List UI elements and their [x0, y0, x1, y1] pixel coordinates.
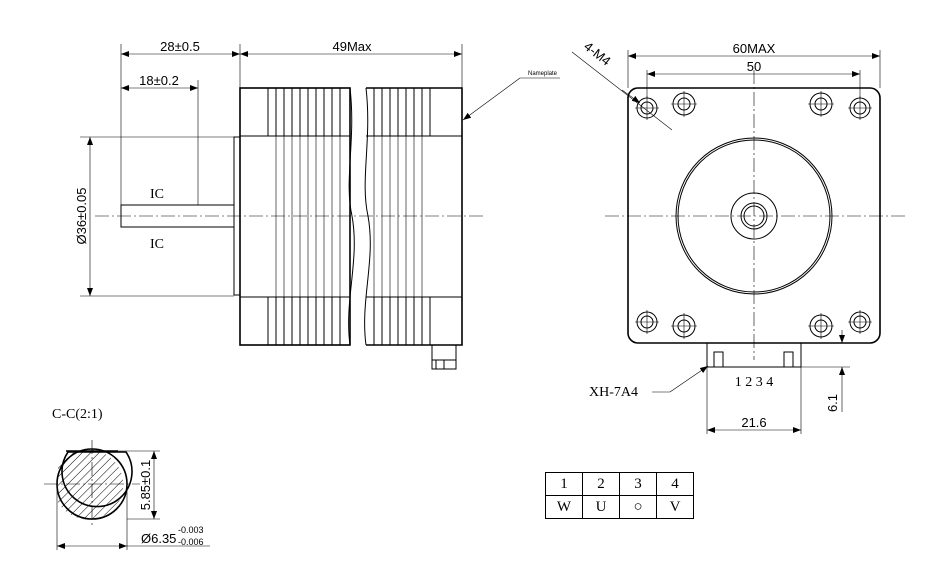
pin-number-cell: 2: [582, 472, 620, 496]
motor-body-rear: [366, 87, 463, 346]
tol-upper: -0.003: [178, 525, 204, 535]
connector-label: XH-7A4: [589, 385, 638, 400]
pin-number-cell: 3: [619, 472, 657, 496]
bearing-circle: [730, 192, 778, 240]
dim-shaft-length: 18±0.2: [139, 73, 179, 88]
tol-lower: -0.006: [178, 537, 204, 547]
pin-number-row: 1 2 3 4: [545, 472, 694, 496]
dim-connector-height: 6.1: [825, 394, 840, 412]
pin-phase-cell: V: [656, 495, 694, 519]
shaft-circle: [740, 202, 768, 230]
section-view: C-C(2:1) 5.85±0.1 Ø6.35 -0.003 -0.006: [44, 407, 210, 550]
front-view: 60MAX 50 4-M4 XH-7A4 1 2 3 4 21.6 6.1: [571, 39, 905, 434]
pin-number-cell: 1: [545, 472, 583, 496]
front-dimensions: [571, 50, 881, 434]
side-connector: [431, 344, 457, 370]
mounting-holes: [635, 91, 872, 339]
dim-hole-spacing: 50: [747, 59, 761, 74]
break-line-right: [364, 87, 371, 346]
ic-label-top: IC: [150, 187, 164, 202]
dim-overall-width: 60MAX: [733, 41, 776, 56]
ic-label-bottom: IC: [150, 237, 164, 252]
mounting-holes-label: 4-M4: [581, 39, 614, 69]
pin-phase-cell: ○: [619, 495, 657, 519]
pin-table: 1 2 3 4 W U ○ V: [545, 472, 694, 519]
pilot-circle: [675, 137, 833, 295]
dim-flat: 5.85±0.1: [138, 460, 153, 511]
dim-shaft-diameter: Ø6.35: [141, 531, 176, 546]
dim-body-length: 49Max: [332, 39, 372, 54]
section-title: C-C(2:1): [52, 407, 103, 422]
pin-phase-cell: W: [545, 495, 583, 519]
shaft-section: [61, 451, 133, 508]
nameplate-label: Nameplate: [528, 71, 558, 77]
dim-flange-to-shaft: 28±0.5: [160, 39, 200, 54]
pin-phase-row: W U ○ V: [545, 495, 694, 519]
dim-connector-width: 21.6: [741, 415, 766, 430]
dim-pilot-diameter: Ø36±0.05: [74, 187, 89, 244]
break-line-left: [348, 87, 355, 346]
motor-body-front: [239, 87, 351, 346]
side-view: 28±0.5 49Max 18±0.2 Ø36±0.05 Nameplate I…: [74, 39, 560, 370]
pin-phase-cell: U: [582, 495, 620, 519]
connector-pin-numbers: 1 2 3 4: [735, 375, 774, 390]
pin-number-cell: 4: [656, 472, 694, 496]
side-dimensions: [80, 44, 560, 297]
front-connector: [706, 342, 802, 368]
cooling-fins-front: [275, 88, 341, 345]
